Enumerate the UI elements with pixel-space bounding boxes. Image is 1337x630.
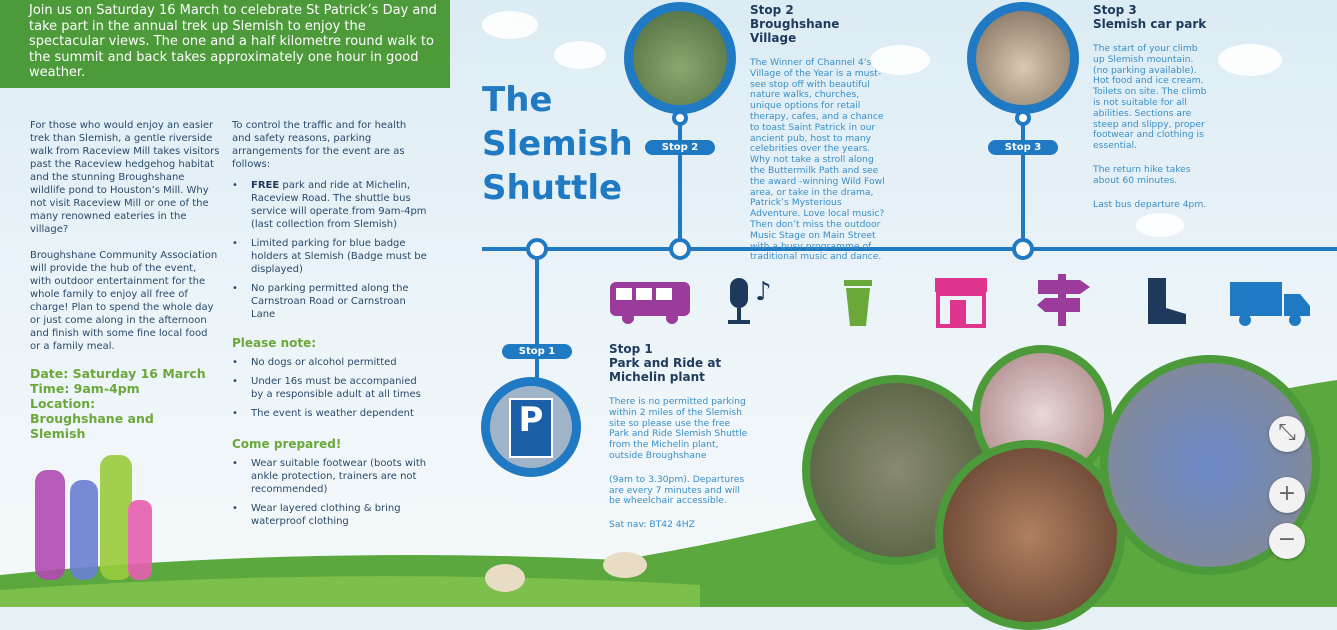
prepared-list: Wear suitable footwear (boots with ankle…: [232, 457, 432, 528]
amenity-icons: ♪: [610, 274, 1310, 328]
timeline: [482, 110, 1337, 385]
riverside-paragraph: For those who would enjoy an easier trek…: [30, 120, 220, 235]
signpost-icon: [1037, 274, 1090, 326]
stop-3-photo: [967, 2, 1079, 114]
event-date: Date: Saturday 16 March: [30, 366, 206, 381]
list-item: FREE park and ride at Michelin, Raceview…: [232, 179, 432, 231]
microphone-music-icon: ♪: [728, 277, 772, 324]
list-item: Wear suitable footwear (boots with ankle…: [232, 457, 432, 496]
stop-1-photo: P: [481, 377, 581, 477]
zoom-in-button[interactable]: +: [1269, 477, 1305, 513]
zoom-out-button[interactable]: −: [1269, 523, 1305, 559]
parking-sign-icon: P: [509, 398, 553, 458]
svg-text:♪: ♪: [755, 277, 772, 307]
stop-2-pill: Stop 2: [645, 140, 715, 155]
parking-intro: To control the traffic and for health an…: [232, 120, 407, 170]
coffee-cup-icon: [844, 280, 872, 326]
list-item: No dogs or alcohol permitted: [232, 356, 432, 369]
stop-3-info: Stop 3 Slemish car park The start of you…: [1093, 3, 1207, 210]
stop-1-info: Stop 1 Park and Ride at Michelin plant T…: [609, 342, 748, 531]
stop-1-pill: Stop 1: [502, 344, 572, 359]
bus-icon: [610, 282, 690, 324]
left-column: For those who would enjoy an easier trek…: [30, 119, 220, 441]
fit-screen-button[interactable]: ⤡: [1269, 416, 1305, 452]
shop-icon: [935, 278, 987, 328]
boot-icon: [1148, 278, 1186, 324]
stop-2-info: Stop 2 Broughshane Village The Winner of…: [750, 3, 885, 263]
list-item: Limited parking for blue badge holders a…: [232, 237, 432, 276]
parking-list: FREE park and ride at Michelin, Raceview…: [232, 179, 432, 321]
list-item: Wear layered clothing & bring waterproof…: [232, 502, 432, 528]
event-time: Time: 9am-4pm: [30, 381, 140, 396]
list-item: No parking permitted along the Carnstroa…: [232, 282, 432, 321]
please-note-heading: Please note:: [232, 336, 317, 350]
event-location: Location: Broughshane and Slemish: [30, 396, 154, 441]
stop-3-pill: Stop 3: [988, 140, 1058, 155]
intro-banner: Join us on Saturday 16 March to celebrat…: [0, 0, 450, 88]
right-column: To control the traffic and for health an…: [232, 119, 432, 534]
stop-2-photo: [624, 2, 736, 114]
van-icon: [1230, 282, 1310, 326]
list-item: The event is weather dependent: [232, 407, 432, 420]
dancers-photo: [1100, 355, 1320, 575]
notes-list: No dogs or alcohol permitted Under 16s m…: [232, 356, 432, 420]
family-silhouette: [35, 455, 152, 580]
fiddlers-photo: [935, 440, 1125, 630]
community-paragraph: Broughshane Community Association will p…: [30, 250, 218, 352]
list-item: Under 16s must be accompanied by a respo…: [232, 375, 432, 401]
come-prepared-heading: Come prepared!: [232, 437, 342, 451]
